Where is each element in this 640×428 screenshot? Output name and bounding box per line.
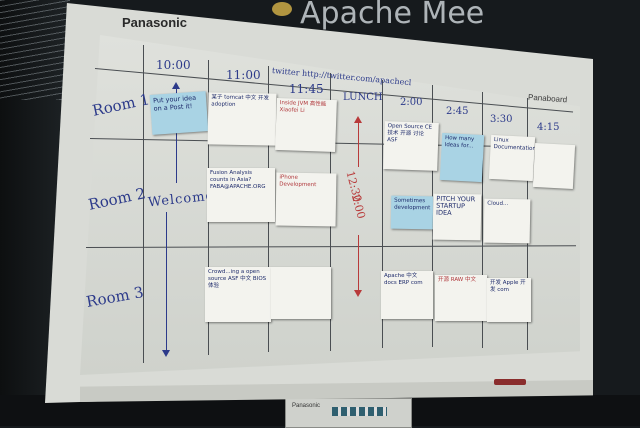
sticky-note: Crowd...ing a open source ASF 中文 BIOS 体验 [205, 267, 271, 322]
sticky-note: Inside JVM 高性能 Xiaofei Li [275, 97, 337, 153]
sticky-note: Cloud... [483, 198, 531, 244]
sticky-note: Linux Documentation [488, 134, 536, 182]
eraser [494, 379, 526, 385]
time-label-4: LUNCH [343, 92, 383, 103]
grid-col-1 [143, 45, 144, 363]
welcome-arrow-up [176, 88, 177, 183]
time-label-3: 11:45 [289, 82, 324, 96]
sticky-note: Fusion Analysis counts in Asia? FABA@APA… [207, 168, 275, 222]
sticky-note: 开发 Apple 开发 com [487, 278, 531, 322]
sticky-note: iPhone Development [275, 172, 337, 227]
grid-col-7 [482, 92, 483, 348]
lunch-arrow-up-head [354, 116, 362, 123]
sticky-note [271, 267, 331, 319]
lunch-arrow-down-head [354, 290, 362, 297]
stand-brand: Panasonic [292, 403, 321, 409]
lunch-arrow-up [358, 122, 359, 167]
stand-buttons [332, 407, 387, 416]
grid-col-5 [382, 80, 383, 348]
banner-text: Apache Mee [300, 0, 485, 31]
sticky-note: 某子 tomcat 中文 开发 adoption [207, 92, 277, 146]
marker-tray [80, 380, 593, 402]
sticky-note: Sometimes development [390, 195, 434, 230]
sticky-note: Open Source CE 技术 开源 讨论 ASF [383, 121, 439, 171]
sticky-note [532, 142, 576, 190]
time-label-8: 4:15 [537, 122, 560, 133]
time-label-2: 11:00 [226, 68, 261, 82]
lunch-arrow-down [358, 235, 359, 290]
network-cables [0, 0, 70, 100]
time-label-6: 2:45 [446, 106, 469, 117]
time-label-7: 3:30 [490, 114, 513, 125]
board-brand: Panasonic [122, 15, 188, 30]
welcome-arrow-down-head [162, 350, 170, 357]
sticky-note: Put your idea on a Post it! [149, 91, 209, 135]
sticky-note: PITCH YOUR STARTUP IDEA [432, 193, 482, 241]
apache-feather-logo [272, 2, 292, 16]
sticky-note: 开源 RAW 中文 [435, 275, 487, 321]
sticky-note: How many Ideas for... [439, 132, 485, 183]
welcome-arrow-up-head [172, 82, 180, 89]
welcome-arrow-down [166, 212, 167, 352]
time-label-5: 2:00 [400, 97, 423, 108]
time-label-1: 10:00 [156, 58, 191, 72]
sticky-note: Apache 中文 docs ERP com [381, 271, 433, 319]
